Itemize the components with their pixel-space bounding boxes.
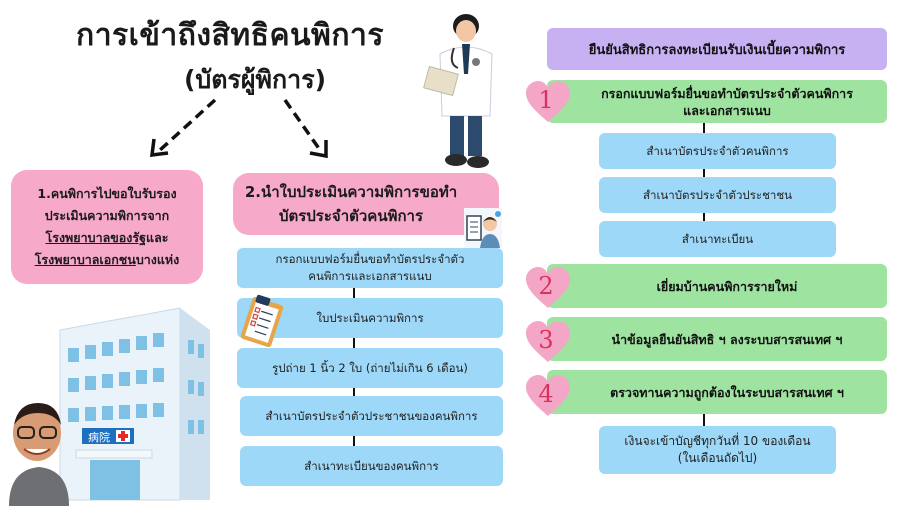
step2-card: 2.นำใบประเมินความพิการขอทำ บัตรประจำตัวค…	[233, 173, 499, 235]
step-number: 1	[538, 86, 554, 114]
hospital-sign-text: 病院	[88, 430, 110, 444]
step-text: นำข้อมูลยืนยันสิทธิ ฯ ลงระบบสารสนเทศ ฯ	[611, 331, 843, 347]
private-hospital-text: โรงพยาบาลเอกชน	[34, 252, 136, 267]
heart-icon	[526, 81, 570, 122]
sub-document-text: สำเนาบัตรประจำตัวประชาชน	[642, 187, 793, 202]
step-number-badge: 2	[524, 266, 572, 314]
step-number: 3	[538, 326, 554, 354]
document-item: สำเนาบัตรประจำตัวประชาชนของคนพิการ	[240, 396, 503, 436]
document-text: สำเนาบัตรประจำตัวประชาชนของคนพิการ	[265, 408, 478, 423]
step1-line1: 1.คนพิการไปขอใบรับรอง	[37, 186, 177, 201]
step-number-badge: 1	[524, 80, 572, 128]
document-text: ใบประเมินความพิการ	[316, 310, 424, 325]
payment-note-text: (ในเดือนถัดไป)	[677, 451, 758, 465]
sub-document-item: สำเนาบัตรประจำตัวประชาชน	[599, 177, 836, 213]
document-text: คนพิการและเอกสารแนบ	[308, 269, 432, 283]
connector-line	[703, 123, 705, 133]
document-text: กรอกแบบฟอร์มยื่นขอทำบัตรประจำตัว	[275, 252, 465, 266]
sub-document-item: สำเนาบัตรประจำตัวคนพิการ	[599, 133, 836, 169]
right-step-2: เยี่ยมบ้านคนพิการรายใหม่	[547, 264, 887, 308]
heart-icon	[526, 321, 570, 362]
document-item: สำเนาทะเบียนของคนพิการ	[240, 446, 503, 486]
step-text: ตรวจทานความถูกต้องในระบบสารสนเทศ ฯ	[610, 384, 844, 400]
step-number: 4	[538, 380, 554, 408]
step1-line3-rest: และ	[146, 230, 169, 245]
applicant-with-form-icon	[464, 208, 502, 248]
sub-document-item: สำเนาทะเบียน	[599, 221, 836, 257]
hospital-building-icon: 病院	[59, 307, 210, 501]
heart-icon	[526, 375, 570, 416]
payment-note-text: เงินจะเข้าบัญชีทุกวันที่ 10 ของเดือน	[624, 434, 811, 448]
connector-line	[703, 213, 705, 221]
sub-document-text: สำเนาบัตรประจำตัวคนพิการ	[646, 143, 789, 158]
payment-note: เงินจะเข้าบัญชีทุกวันที่ 10 ของเดือน (ใน…	[599, 426, 836, 474]
document-text: สำเนาทะเบียนของคนพิการ	[304, 458, 439, 473]
right-column-header: ยืนยันสิทธิการลงทะเบียนรับเงินเบี้ยความพ…	[547, 28, 887, 70]
document-text: รูปถ่าย 1 นิ้ว 2 ใบ (ถ่ายไม่เกิน 6 เดือน…	[272, 360, 468, 375]
step-number: 2	[538, 272, 554, 300]
dashed-arrows-icon	[149, 98, 328, 159]
step-number-badge: 4	[524, 374, 572, 422]
public-hospital-text: โรงพยาบาลของรัฐ	[45, 230, 147, 245]
right-step-1: กรอกแบบฟอร์มยื่นขอทำบัตรประจำตัวคนพิการ …	[547, 80, 887, 123]
step1-line4-rest: บางแห่ง	[135, 252, 180, 267]
page-title: การเข้าถึงสิทธิคนพิการ	[76, 18, 384, 53]
step-number-badge: 3	[524, 320, 572, 368]
document-item: ใบประเมินความพิการ	[237, 298, 503, 338]
document-item: กรอกแบบฟอร์มยื่นขอทำบัตรประจำตัว คนพิการ…	[237, 248, 503, 288]
connector-line	[353, 388, 355, 396]
step2-title-line1: 2.นำใบประเมินความพิการขอทำ	[244, 183, 458, 201]
right-step-4: ตรวจทานความถูกต้องในระบบสารสนเทศ ฯ	[547, 370, 887, 414]
page-subtitle: (บัตรผู้พิการ)	[183, 65, 327, 94]
step-text: เยี่ยมบ้านคนพิการรายใหม่	[656, 278, 798, 294]
connector-line	[353, 436, 355, 446]
step1-card: 1.คนพิการไปขอใบรับรอง ประเมินความพิการจา…	[11, 170, 203, 284]
right-step-3: นำข้อมูลยืนยันสิทธิ ฯ ลงระบบสารสนเทศ ฯ	[547, 317, 887, 361]
step-text: และเอกสารแนบ	[683, 102, 771, 118]
document-item: รูปถ่าย 1 นิ้ว 2 ใบ (ถ่ายไม่เกิน 6 เดือน…	[237, 348, 503, 388]
connector-line	[703, 414, 705, 426]
connector-line	[353, 338, 355, 348]
step-text: กรอกแบบฟอร์มยื่นขอทำบัตรประจำตัวคนพิการ	[601, 85, 853, 101]
connector-line	[703, 169, 705, 177]
heart-icon	[526, 267, 570, 308]
connector-line	[353, 288, 355, 298]
doctor-illustration-icon	[423, 14, 493, 168]
presenter-avatar-icon	[9, 403, 69, 506]
clipboard-checklist-icon	[240, 294, 284, 347]
step1-line2: ประเมินความพิการจาก	[44, 208, 170, 223]
step2-title-line2: บัตรประจำตัวคนพิการ	[278, 207, 424, 225]
sub-document-text: สำเนาทะเบียน	[681, 231, 754, 246]
